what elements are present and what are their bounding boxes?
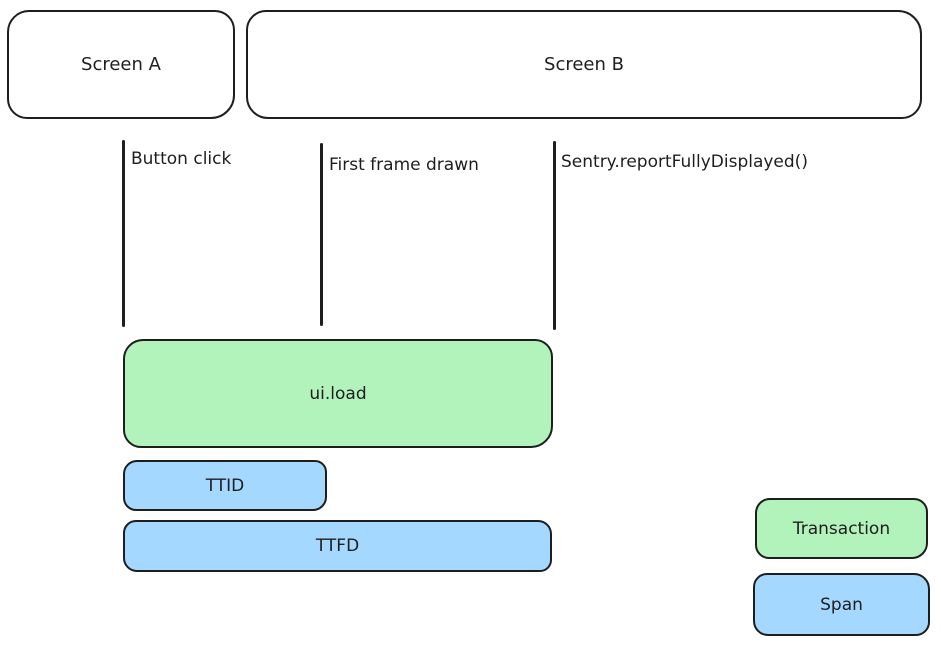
report-fully-displayed-label: Sentry.reportFullyDisplayed() [561,152,808,172]
legend-span-label: Span [820,594,863,615]
first-frame-drawn-label: First frame drawn [329,155,479,175]
ttid-label: TTID [205,475,245,496]
screen-a-label: Screen A [81,54,161,75]
legend-transaction: Transaction [755,498,928,559]
ui-load-transaction-bar: ui.load [123,339,553,448]
ttid-span-bar: TTID [123,460,327,511]
report-fully-displayed-marker-line [553,141,556,330]
screen-a-box: Screen A [7,10,235,119]
button-click-marker-line [122,140,125,327]
ttfd-label: TTFD [315,536,360,556]
button-click-label: Button click [131,149,232,169]
first-frame-drawn-marker-line [320,143,323,326]
screen-b-label: Screen B [544,54,624,75]
legend-transaction-label: Transaction [792,518,891,539]
screen-b-box: Screen B [246,10,922,119]
legend-span: Span [753,573,930,636]
ttfd-span-bar: TTFD [123,520,552,572]
ui-load-label: ui.load [309,383,367,404]
